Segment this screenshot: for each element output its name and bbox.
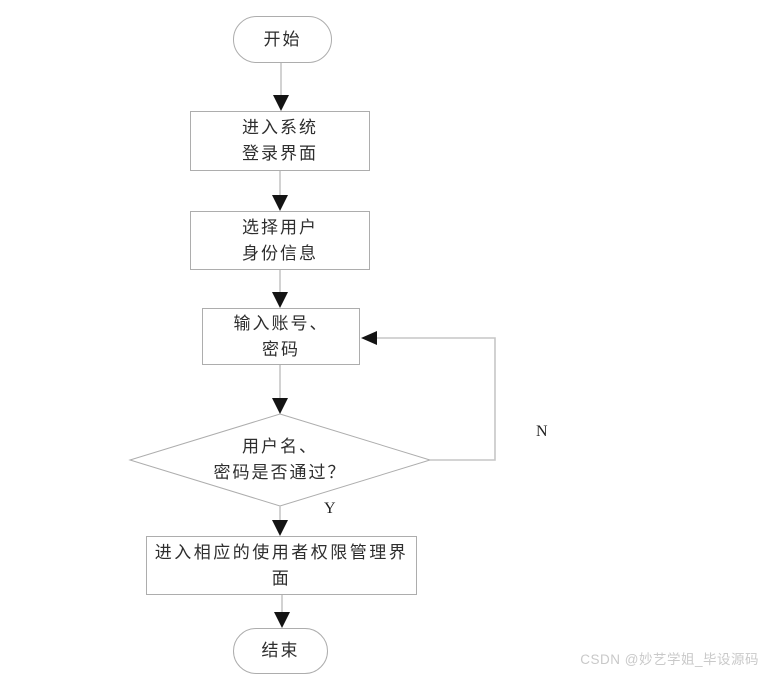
process-select-identity: 选择用户 身份信息 [190, 211, 370, 270]
arrow-select-to-input [272, 270, 288, 308]
process-select-identity-line2: 身份信息 [242, 243, 318, 263]
decision-check-credentials: 用户名、 密码是否通过？ [155, 432, 405, 488]
edge-label-yes: Y [324, 500, 336, 517]
csdn-watermark: CSDN @妙艺学姐_毕设源码 [580, 652, 759, 667]
arrowhead-icon [272, 520, 288, 536]
arrowhead-icon [272, 398, 288, 414]
arrowhead-icon [272, 292, 288, 308]
arrowhead-icon [272, 195, 288, 211]
arrow-login-to-select [272, 171, 288, 211]
process-enter-permission-ui-label: 进入相应的使用者权限管理界面 [154, 542, 409, 588]
arrow-decision-loop-to-input [361, 331, 496, 461]
arrowhead-icon [274, 612, 290, 628]
process-enter-login-line2: 登录界面 [242, 144, 318, 163]
process-enter-login: 进入系统 登录界面 [190, 111, 370, 171]
arrowhead-icon [361, 331, 377, 345]
process-input-account: 输入账号、 密码 [202, 308, 360, 365]
decision-check-credentials-line2: 密码是否通过？ [213, 463, 347, 482]
arrow-decision-to-permission [272, 506, 288, 536]
start-node-label: 开始 [263, 29, 302, 49]
process-enter-login-line1: 进入系统 [242, 118, 318, 137]
arrowhead-icon [273, 95, 289, 111]
edge-label-no: N [536, 423, 548, 440]
process-select-identity-line1: 选择用户 [242, 217, 318, 237]
start-node: 开始 [233, 16, 332, 63]
process-input-account-line1: 输入账号、 [233, 313, 329, 333]
decision-check-credentials-line1: 用户名、 [242, 437, 318, 456]
arrow-input-to-decision [272, 365, 288, 414]
end-node: 结束 [233, 628, 328, 674]
end-node-label: 结束 [261, 641, 300, 660]
process-input-account-line2: 密码 [262, 339, 300, 359]
process-enter-permission-ui: 进入相应的使用者权限管理界面 [146, 536, 417, 595]
arrow-start-to-login [273, 63, 289, 111]
arrow-permission-to-end [274, 595, 290, 628]
